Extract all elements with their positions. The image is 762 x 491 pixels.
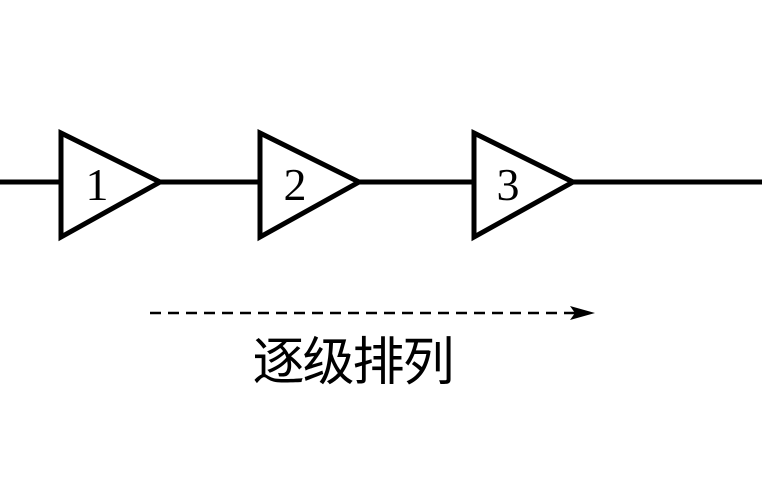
stage-label-3: 3: [497, 159, 520, 210]
direction-arrow-head: [570, 306, 595, 320]
stage-2: 2: [257, 128, 365, 242]
stage-label-2: 2: [284, 159, 307, 210]
amplifier-triangle-3: [471, 128, 579, 242]
stage-3: 3: [471, 128, 579, 242]
stage-label-1: 1: [86, 159, 109, 210]
stage-1: 1: [58, 128, 166, 242]
amplifier-triangle-2: [257, 128, 365, 242]
amplifier-triangle-1: [58, 128, 166, 242]
caption-cascade-arrangement: 逐级排列: [252, 333, 454, 393]
